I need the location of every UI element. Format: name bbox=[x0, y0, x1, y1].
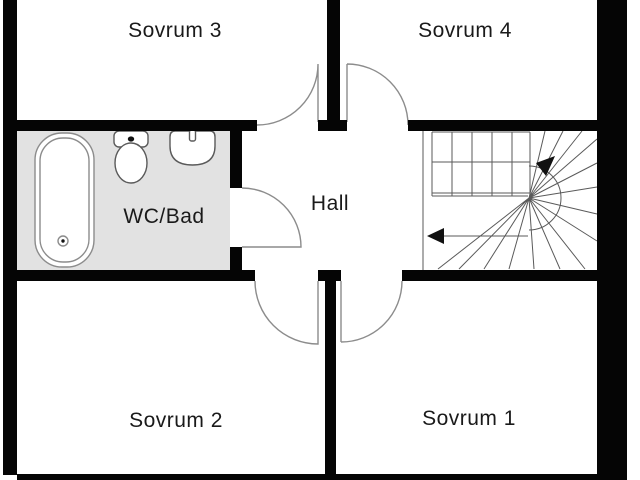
door-bathroom bbox=[241, 187, 302, 248]
room-label-sovrum3: Sovrum 3 bbox=[128, 19, 222, 42]
door-sovrum1 bbox=[340, 280, 403, 343]
stair-down-arrow-icon bbox=[427, 228, 444, 244]
room-label-sovrum2: Sovrum 2 bbox=[129, 409, 223, 432]
door-sovrum2 bbox=[254, 280, 319, 345]
bathtub bbox=[34, 132, 95, 268]
wall-lower-right-segment bbox=[402, 270, 597, 281]
wall-outer-right bbox=[597, 0, 627, 475]
wall-divider-sovrum3-sovrum4 bbox=[327, 0, 340, 120]
wall-bathroom-right-top bbox=[230, 120, 242, 188]
room-label-hall: Hall bbox=[310, 192, 350, 215]
wall-divider-sovrum2-sovrum1 bbox=[325, 281, 336, 480]
wall-upper-right-segment bbox=[408, 120, 597, 131]
staircase bbox=[422, 130, 598, 270]
door-sovrum4 bbox=[346, 63, 409, 126]
wall-outer-left bbox=[3, 0, 17, 475]
wall-stub-hall-bottom bbox=[318, 270, 341, 281]
staircase-winder-fan bbox=[437, 130, 598, 270]
sink-tap-icon bbox=[188, 129, 197, 142]
toilet-bowl bbox=[114, 142, 148, 184]
room-label-wc-bad: WC/Bad bbox=[123, 205, 205, 228]
wall-outer-bottom bbox=[17, 474, 627, 480]
staircase-newel-arc bbox=[528, 165, 562, 231]
wall-lower-left-segment bbox=[17, 270, 255, 281]
stair-up-arrow-icon bbox=[536, 156, 555, 176]
room-label-sovrum4: Sovrum 4 bbox=[418, 19, 512, 42]
door-sovrum3 bbox=[256, 63, 319, 126]
room-label-sovrum1: Sovrum 1 bbox=[422, 407, 516, 430]
toilet bbox=[113, 130, 149, 184]
sink bbox=[169, 129, 216, 166]
wall-upper-left-segment bbox=[17, 120, 257, 131]
wall-stub-hall-top bbox=[318, 120, 347, 131]
